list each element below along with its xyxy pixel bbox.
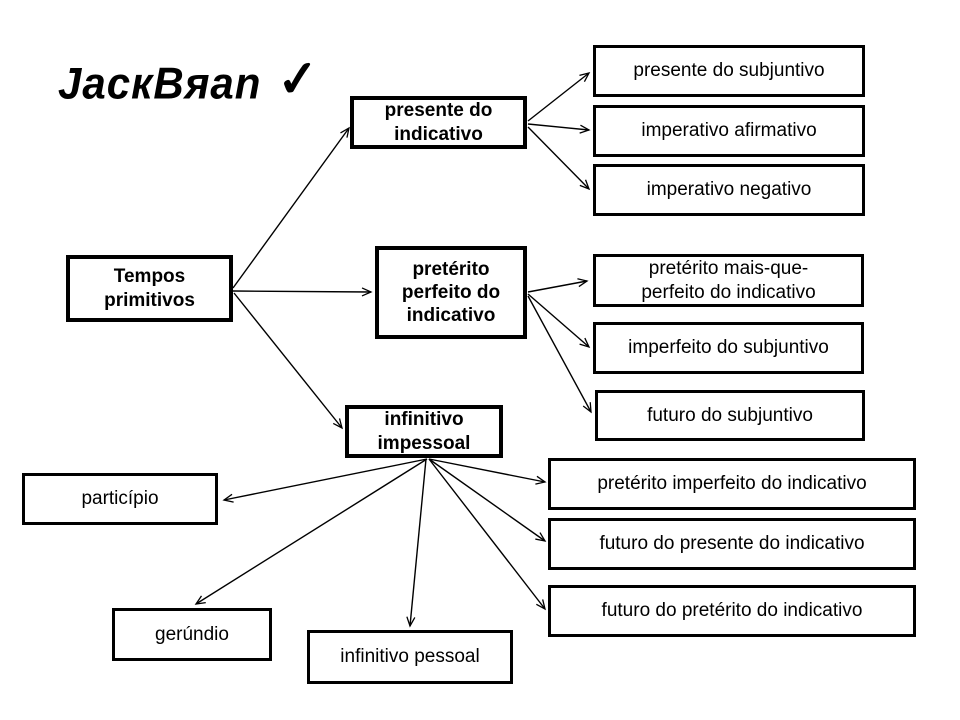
arrow-tempos-to-infinitivo-impessoal <box>233 292 343 430</box>
arrow-perfeito-to-futuro-subjuntivo <box>527 295 592 414</box>
node-infinitivo-impessoal: infinitivo impessoal <box>345 405 503 458</box>
node-tempos-primitivos-label: Tempos primitivos <box>104 266 195 311</box>
arrow-impessoal-to-infinitivo-pessoal <box>406 458 427 628</box>
node-futuro-do-subjuntivo: futuro do subjuntivo <box>595 390 865 441</box>
logo: JacкBяan ✓ <box>58 50 321 109</box>
logo-text: JacкBяan <box>58 58 262 109</box>
node-participio-label: particípio <box>81 488 159 510</box>
node-imperativo-negativo-label: imperativo negativo <box>646 179 812 201</box>
checkmark-icon: ✓ <box>275 49 322 109</box>
node-tempos-primitivos: Tempos primitivos <box>66 255 233 322</box>
arrow-impessoal-to-gerundio <box>194 458 428 605</box>
node-imperfeito-do-subjuntivo-label: imperfeito do subjuntivo <box>628 337 829 359</box>
node-presente-do-subjuntivo: presente do subjuntivo <box>593 45 865 97</box>
arrow-perfeito-to-mais-que-perfeito <box>527 278 589 293</box>
node-infinitivo-pessoal: infinitivo pessoal <box>307 630 513 684</box>
node-preterito-perfeito-label: pretérito perfeito do indicativo <box>401 258 501 327</box>
node-futuro-do-preterito-label: futuro do pretérito do indicativo <box>601 600 863 622</box>
arrow-impessoal-to-preterito-imperfeito <box>428 458 547 485</box>
node-gerundio-label: gerúndio <box>155 623 229 645</box>
node-infinitivo-pessoal-label: infinitivo pessoal <box>340 646 480 668</box>
node-imperativo-negativo: imperativo negativo <box>593 164 865 216</box>
node-preterito-imperfeito-do-indicativo: pretérito imperfeito do indicativo <box>548 458 916 510</box>
node-presente-do-indicativo: presente do indicativo <box>350 96 527 149</box>
arrow-tempos-to-preterito-perfeito <box>232 287 373 297</box>
arrow-presente-to-imperativo-negativo <box>527 126 591 191</box>
node-futuro-do-presente-label: futuro do presente do indicativo <box>599 533 865 555</box>
arrow-perfeito-to-imperfeito-subjuntivo <box>527 293 591 349</box>
node-preterito-perfeito-do-indicativo: pretérito perfeito do indicativo <box>375 246 527 339</box>
arrow-impessoal-to-participio <box>222 458 428 503</box>
node-presente-do-subjuntivo-label: presente do subjuntivo <box>633 60 825 82</box>
node-futuro-do-subjuntivo-label: futuro do subjuntivo <box>647 404 813 426</box>
node-presente-do-indicativo-label: presente do indicativo <box>384 100 493 145</box>
node-preterito-imperfeito-label: pretérito imperfeito do indicativo <box>597 473 867 495</box>
node-gerundio: gerúndio <box>112 608 272 661</box>
node-imperfeito-do-subjuntivo: imperfeito do subjuntivo <box>593 322 864 374</box>
arrow-impessoal-to-futuro-presente <box>428 458 547 542</box>
arrow-impessoal-to-futuro-preterito <box>428 458 546 611</box>
node-imperativo-afirmativo: imperativo afirmativo <box>593 105 865 157</box>
arrow-presente-to-imperativo-afirmativo <box>527 123 591 134</box>
node-imperativo-afirmativo-label: imperativo afirmativo <box>641 120 817 142</box>
node-mais-que-perfeito-label: pretérito mais-que- perfeito do indicati… <box>641 258 816 303</box>
node-futuro-do-preterito-do-indicativo: futuro do pretérito do indicativo <box>548 585 916 637</box>
node-futuro-do-presente-do-indicativo: futuro do presente do indicativo <box>548 518 916 570</box>
arrow-tempos-to-presente-indicativo <box>232 126 350 289</box>
node-preterito-mais-que-perfeito: pretérito mais-que- perfeito do indicati… <box>593 254 864 307</box>
node-infinitivo-impessoal-label: infinitivo impessoal <box>377 409 471 454</box>
node-participio: particípio <box>22 473 218 525</box>
arrow-presente-to-presente-subjuntivo <box>527 72 591 122</box>
